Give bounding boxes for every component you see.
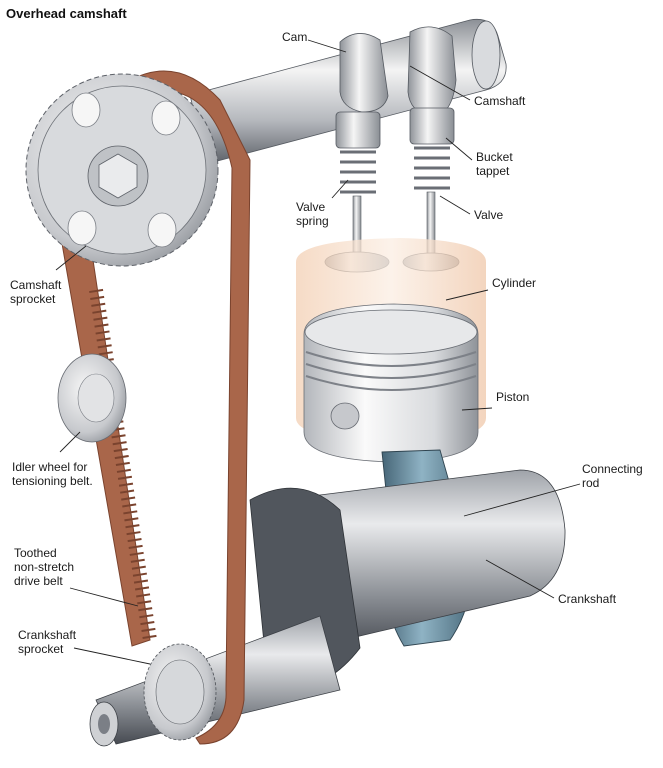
label-crankshaft-sprocket: Crankshaft sprocket <box>18 628 77 656</box>
diagram-title: Overhead camshaft <box>6 6 127 21</box>
label-bucket-tappet: Bucket tappet <box>476 150 513 178</box>
label-valve: Valve <box>474 208 504 222</box>
idler-wheel-drawing <box>57 353 127 443</box>
label-piston: Piston <box>496 390 530 404</box>
label-crankshaft: Crankshaft <box>558 592 617 606</box>
camshaft-sprocket-drawing <box>25 73 219 267</box>
label-camshaft: Camshaft <box>474 94 526 108</box>
label-toothed-belt: Toothed non-stretch drive belt <box>14 546 75 588</box>
label-camshaft-sprocket: Camshaft sprocket <box>10 278 62 306</box>
label-cam: Cam <box>282 30 308 44</box>
label-valve-spring: Valve spring <box>296 200 329 228</box>
crankshaft-sprocket-drawing <box>143 643 217 741</box>
label-connecting-rod: Connecting rod <box>582 462 643 490</box>
piston-drawing <box>303 303 479 463</box>
leader-lines <box>55 39 581 665</box>
label-idler-wheel: Idler wheel for tensioning belt. <box>12 460 93 488</box>
cam-lobes <box>339 26 457 117</box>
label-cylinder: Cylinder <box>492 276 537 290</box>
